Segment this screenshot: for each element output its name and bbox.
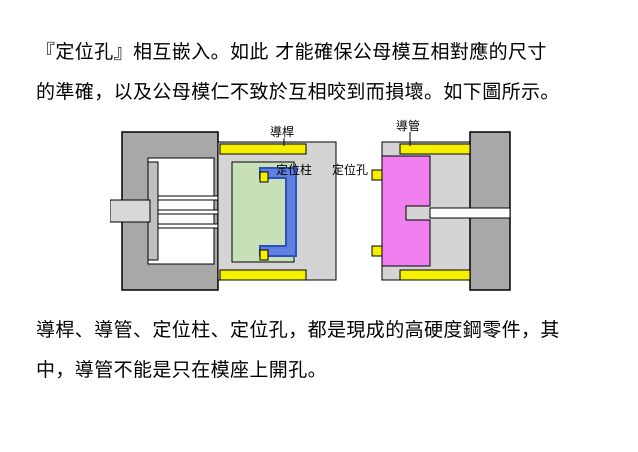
core-side-mold <box>110 131 337 291</box>
parts-paragraph: 導桿、導管、定位柱、定位孔，都是現成的高硬度鋼零件，其 中，導管不能是只在模座上… <box>36 310 560 390</box>
guide-bushing-top <box>399 143 471 155</box>
label-locating-hole: 定位孔 <box>332 162 368 177</box>
guide-bushing-bottom <box>399 269 471 281</box>
parts-line-2: 中，導管不能是只在模座上開孔。 <box>36 359 328 381</box>
locating-pin-outline <box>259 167 297 257</box>
locating-hole-bottom <box>371 245 383 257</box>
guide-pin-bottom <box>219 269 307 281</box>
intro-line-2: 的準確，以及公母模仁不致於互相咬到而損壞。如下圖所示。 <box>36 81 560 103</box>
intro-line-1: 『定位孔』相互嵌入。如此 才能確保公母模互相對應的尺寸 <box>36 41 547 63</box>
label-locating-pin: 定位柱 <box>276 162 312 177</box>
label-guide-bushing: 導管 <box>396 118 420 133</box>
sprue <box>429 207 511 219</box>
ejector-rod <box>110 199 151 223</box>
intro-paragraph: 『定位孔』相互嵌入。如此 才能確保公母模互相對應的尺寸 的準確，以及公母模仁不致… <box>36 32 560 112</box>
locating-pin-top <box>259 171 269 183</box>
label-guide-pin: 導桿 <box>270 124 294 139</box>
cavity-side-mold <box>371 131 511 291</box>
guide-pin-top <box>219 143 307 155</box>
parts-line-1: 導桿、導管、定位柱、定位孔，都是現成的高硬度鋼零件，其 <box>36 319 560 341</box>
locating-pin-bottom <box>259 249 269 261</box>
locating-hole-top <box>371 169 383 181</box>
mold-diagram: 導桿 導管 定位柱 定位孔 <box>110 118 511 291</box>
